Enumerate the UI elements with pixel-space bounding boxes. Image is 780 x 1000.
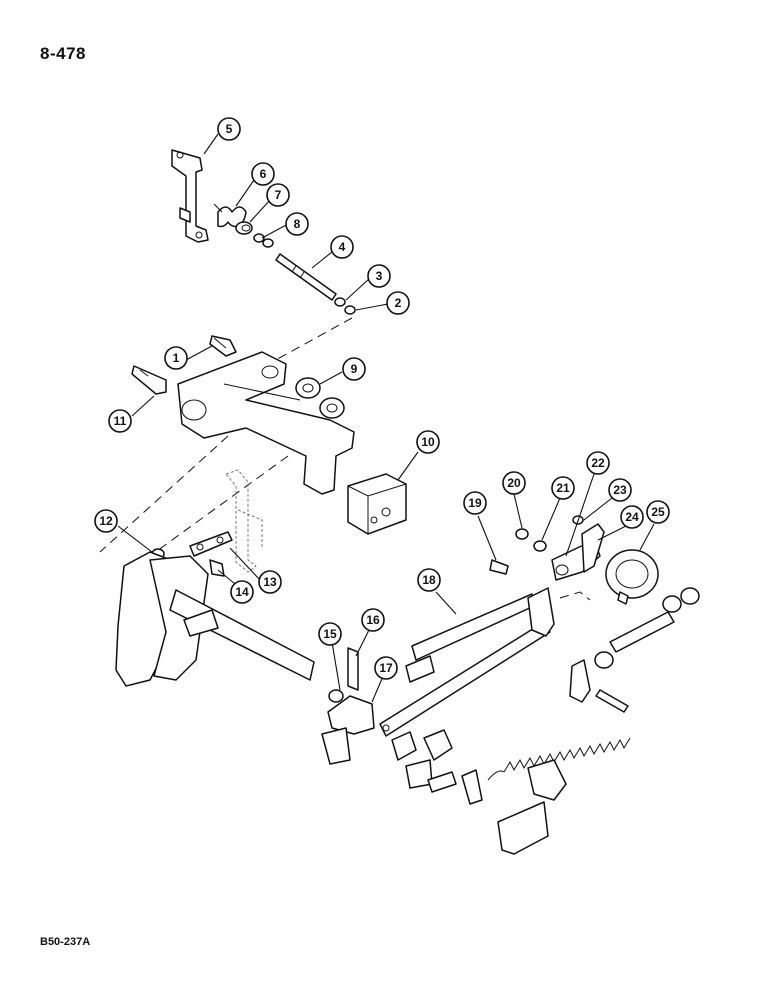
svg-text:2: 2: [395, 296, 402, 310]
callout-15: 15: [318, 622, 342, 646]
part-nut-20: [515, 528, 529, 540]
part-arm: [321, 695, 375, 765]
part-plate-13: [189, 531, 233, 557]
ghost-lever: [225, 469, 263, 573]
svg-text:13: 13: [263, 575, 277, 589]
callout-9: 9: [342, 357, 366, 381]
callout-2: 2: [386, 291, 410, 315]
svg-text:25: 25: [651, 505, 665, 519]
part-bracket-lower: [497, 759, 567, 855]
svg-text:1: 1: [173, 351, 180, 365]
callout-11: 11: [108, 409, 132, 433]
callout-6: 6: [251, 162, 275, 186]
callout-10: 10: [416, 430, 440, 454]
figure-code: B50-237A: [40, 936, 91, 948]
callout-1: 1: [164, 346, 188, 370]
callout-25: 25: [646, 500, 670, 524]
svg-text:6: 6: [260, 167, 267, 181]
callout-4: 4: [330, 235, 354, 259]
svg-text:5: 5: [226, 122, 233, 136]
svg-text:14: 14: [235, 585, 249, 599]
svg-text:7: 7: [275, 188, 282, 202]
svg-text:16: 16: [366, 613, 380, 627]
callout-23: 23: [608, 478, 632, 502]
callout-12: 12: [94, 509, 118, 533]
svg-text:8: 8: [294, 217, 301, 231]
callout-8: 8: [285, 212, 309, 236]
callout-20: 20: [502, 471, 526, 495]
part-block-10: [347, 473, 407, 535]
part-spring: [487, 737, 631, 781]
svg-text:12: 12: [99, 514, 113, 528]
part-shaft-4: [275, 253, 337, 301]
svg-text:20: 20: [507, 476, 521, 490]
svg-text:10: 10: [421, 435, 435, 449]
page-number: 8-478: [40, 44, 86, 63]
part-bracket-right: [527, 587, 555, 637]
svg-text:24: 24: [625, 510, 639, 524]
part-washers-2-3: [334, 297, 356, 315]
callout-5: 5: [217, 117, 241, 141]
part-link-24: [581, 523, 605, 573]
svg-text:15: 15: [323, 627, 337, 641]
callout-13: 13: [258, 570, 282, 594]
svg-text:17: 17: [379, 661, 393, 675]
callout-3: 3: [367, 264, 391, 288]
callout-21: 21: [551, 476, 575, 500]
callout-18: 18: [417, 568, 441, 592]
part-pin-1: [209, 335, 237, 357]
part-bolt-19: [489, 559, 509, 575]
part-rod-17: [379, 621, 551, 737]
svg-text:23: 23: [613, 483, 627, 497]
part-pin-11: [131, 365, 167, 395]
svg-text:3: 3: [376, 269, 383, 283]
callout-19: 19: [463, 491, 487, 515]
svg-text:11: 11: [114, 414, 127, 428]
part-lower-links: [391, 729, 483, 805]
callout-22: 22: [586, 451, 610, 475]
part-bushing-7: [235, 221, 253, 235]
part-rockshaft: [115, 551, 315, 687]
part-bracket: [177, 351, 355, 495]
svg-text:22: 22: [591, 456, 605, 470]
part-washer-8: [253, 233, 274, 248]
svg-text:18: 18: [422, 573, 436, 587]
callout-16: 16: [361, 608, 385, 632]
callout-17: 17: [374, 656, 398, 680]
part-lever-5: [171, 149, 209, 243]
part-rollers: [594, 587, 700, 713]
svg-text:21: 21: [556, 481, 570, 495]
part-fittings-9: [295, 377, 345, 419]
callout-24: 24: [620, 505, 644, 529]
svg-text:9: 9: [351, 362, 358, 376]
callout-14: 14: [230, 580, 254, 604]
leader-lines: [117, 133, 655, 703]
svg-text:4: 4: [339, 240, 346, 254]
part-collar-25: [605, 549, 659, 605]
part-washer-21: [533, 540, 547, 552]
callout-7: 7: [266, 183, 290, 207]
part-o-ring-15: [328, 689, 344, 703]
part-bellcrank: [569, 659, 591, 703]
part-spring-pin-16: [347, 647, 359, 691]
svg-text:19: 19: [468, 496, 482, 510]
